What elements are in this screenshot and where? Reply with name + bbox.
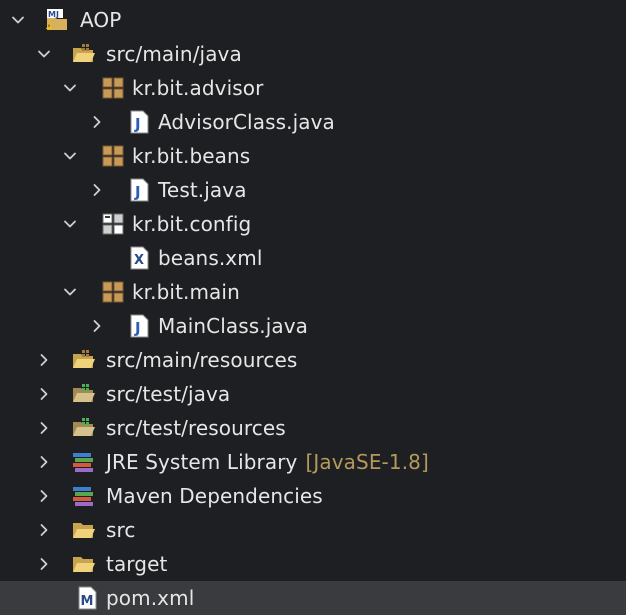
- folder-icon: [72, 518, 96, 542]
- tree-item-label: Test.java: [158, 178, 247, 202]
- tree-item-label: src/main/resources: [106, 348, 298, 372]
- tree-item-label: kr.bit.config: [132, 212, 252, 236]
- source-folder-open-icon: [72, 42, 96, 66]
- tree-item-maven-dependencies[interactable]: Maven Dependencies: [0, 479, 626, 513]
- tree-item-label: kr.bit.main: [132, 280, 240, 304]
- library-books-icon: [72, 450, 96, 474]
- tree-item-label: src/main/java: [106, 42, 242, 66]
- tree-item-label: src: [106, 518, 136, 542]
- svg-text:J: J: [134, 183, 141, 201]
- tree-item-label: AOP: [80, 8, 122, 32]
- tree-item-label: beans.xml: [158, 246, 263, 270]
- java-file-icon: J: [127, 178, 151, 202]
- tree-item-label: target: [106, 552, 168, 576]
- chevron-right-icon[interactable]: [82, 105, 112, 139]
- tree-item-package-config[interactable]: kr.bit.config: [0, 207, 626, 241]
- tree-item-label-group: JRE System Library [JavaSE-1.8]: [106, 445, 429, 479]
- library-books-icon: [72, 484, 96, 508]
- xml-file-icon: X: [127, 246, 151, 270]
- chevron-right-icon[interactable]: [29, 479, 59, 513]
- package-icon: [101, 280, 125, 304]
- chevron-right-icon[interactable]: [82, 173, 112, 207]
- package-icon: [101, 76, 125, 100]
- tree-item-file-advisorclass[interactable]: J AdvisorClass.java: [0, 105, 626, 139]
- tree-item-file-test[interactable]: J Test.java: [0, 173, 626, 207]
- tree-item-package-advisor[interactable]: kr.bit.advisor: [0, 71, 626, 105]
- chevron-right-icon[interactable]: [29, 547, 59, 581]
- svg-text:J: J: [134, 115, 141, 133]
- svg-text:M: M: [81, 594, 94, 609]
- chevron-down-icon[interactable]: [55, 207, 85, 241]
- package-icon: [101, 144, 125, 168]
- maven-java-project-icon: M J: [45, 8, 69, 32]
- tree-item-folder-target[interactable]: target: [0, 547, 626, 581]
- tree-item-label: JRE System Library: [106, 450, 298, 474]
- tree-item-label: kr.bit.advisor: [132, 76, 264, 100]
- maven-pom-file-icon: M: [75, 586, 99, 610]
- tree-item-src-test-resources[interactable]: src/test/resources: [0, 411, 626, 445]
- resource-package-icon: [101, 212, 125, 236]
- chevron-right-icon[interactable]: [29, 343, 59, 377]
- tree-item-project-aop[interactable]: M J AOP: [0, 3, 626, 37]
- tree-item-file-mainclass[interactable]: J MainClass.java: [0, 309, 626, 343]
- tree-item-label: pom.xml: [106, 586, 195, 610]
- tree-item-file-pom[interactable]: M pom.xml: [0, 581, 626, 615]
- tree-item-src-main-resources[interactable]: src/main/resources: [0, 343, 626, 377]
- test-source-folder-icon: [72, 416, 96, 440]
- svg-text:J: J: [55, 10, 59, 19]
- svg-text:X: X: [134, 253, 144, 268]
- tree-item-package-main[interactable]: kr.bit.main: [0, 275, 626, 309]
- chevron-down-icon[interactable]: [3, 3, 33, 37]
- chevron-right-icon[interactable]: [82, 309, 112, 343]
- chevron-down-icon[interactable]: [55, 139, 85, 173]
- chevron-down-icon[interactable]: [29, 37, 59, 71]
- tree-item-label: AdvisorClass.java: [158, 110, 335, 134]
- tree-item-label: Maven Dependencies: [106, 484, 323, 508]
- chevron-down-icon[interactable]: [55, 71, 85, 105]
- source-folder-icon: [72, 348, 96, 372]
- test-source-folder-icon: [72, 382, 96, 406]
- svg-text:J: J: [134, 319, 141, 337]
- chevron-right-icon[interactable]: [29, 377, 59, 411]
- tree-item-src-test-java[interactable]: src/test/java: [0, 377, 626, 411]
- java-file-icon: J: [127, 110, 151, 134]
- tree-item-src-main-java[interactable]: src/main/java: [0, 37, 626, 71]
- java-file-icon: J: [127, 314, 151, 338]
- chevron-right-icon[interactable]: [29, 513, 59, 547]
- tree-item-label: src/test/java: [106, 382, 231, 406]
- tree-item-label: MainClass.java: [158, 314, 309, 338]
- tree-item-label: src/test/resources: [106, 416, 286, 440]
- tree-item-jre-library[interactable]: JRE System Library [JavaSE-1.8]: [0, 445, 626, 479]
- svg-text:M: M: [48, 10, 56, 19]
- chevron-right-icon[interactable]: [29, 411, 59, 445]
- chevron-down-icon[interactable]: [55, 275, 85, 309]
- tree-item-file-beans-xml[interactable]: X beans.xml: [0, 241, 626, 275]
- jre-version-decoration: [JavaSE-1.8]: [305, 450, 429, 474]
- tree-item-package-beans[interactable]: kr.bit.beans: [0, 139, 626, 173]
- chevron-right-icon[interactable]: [29, 445, 59, 479]
- tree-item-folder-src[interactable]: src: [0, 513, 626, 547]
- folder-icon: [72, 552, 96, 576]
- tree-item-label: kr.bit.beans: [132, 144, 251, 168]
